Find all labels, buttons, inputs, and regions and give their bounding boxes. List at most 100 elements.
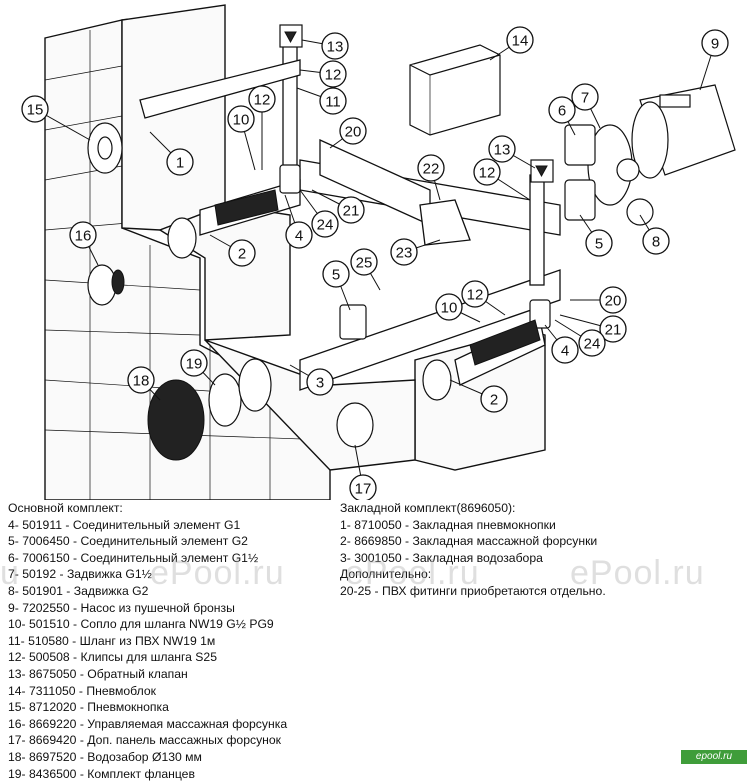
callout-17: 17 xyxy=(350,475,376,500)
callout-12: 12 xyxy=(474,159,500,185)
callout-number: 22 xyxy=(423,161,440,178)
callout-16: 16 xyxy=(70,222,96,248)
callout-9: 9 xyxy=(702,30,728,56)
callout-25: 25 xyxy=(351,249,377,275)
callout-number: 15 xyxy=(27,102,44,119)
callout-number: 8 xyxy=(652,234,660,251)
callout-21: 21 xyxy=(338,197,364,223)
water-intake-grille xyxy=(148,380,204,460)
callout-10: 10 xyxy=(436,294,462,320)
legend-item: 19- 8436500 - Комплект фланцев xyxy=(8,766,287,782)
callout-number: 25 xyxy=(356,255,373,272)
callout-number: 21 xyxy=(343,203,360,220)
watermark: ePool.ru xyxy=(570,554,705,593)
legend-item: 15- 8712020 - Пневмокнопка xyxy=(8,699,287,716)
callout-number: 12 xyxy=(467,287,484,304)
callout-number: 11 xyxy=(325,94,341,111)
callout-12: 12 xyxy=(249,86,275,112)
callout-3: 3 xyxy=(307,369,333,395)
watermark: ePool.ru xyxy=(150,554,285,593)
callout-number: 18 xyxy=(133,373,150,390)
callout-8: 8 xyxy=(643,228,669,254)
callout-19: 19 xyxy=(181,350,207,376)
callout-12: 12 xyxy=(462,281,488,307)
callout-7: 7 xyxy=(572,84,598,110)
callout-5: 5 xyxy=(586,230,612,256)
pneumatic-block xyxy=(410,45,500,135)
legend-item: 18- 8697520 - Водозабор Ø130 мм xyxy=(8,749,287,766)
massage-jet-embed-left xyxy=(168,218,196,258)
legend-item: 12- 500508 - Клипсы для шланга S25 xyxy=(8,649,287,666)
massage-jet-embed-right xyxy=(423,360,451,400)
legend-item: 14- 7311050 - Пневмоблок xyxy=(8,683,287,700)
callout-2: 2 xyxy=(229,240,255,266)
callout-number: 9 xyxy=(711,36,719,53)
callout-4: 4 xyxy=(552,337,578,363)
callout-24: 24 xyxy=(312,211,338,237)
legend-embedded-heading: Закладной комплект(8696050): xyxy=(340,500,606,517)
callout-number: 21 xyxy=(605,322,622,339)
callout-24: 24 xyxy=(579,330,605,356)
callout-number: 5 xyxy=(595,236,603,253)
callout-number: 19 xyxy=(186,356,203,373)
check-valve-top xyxy=(280,25,302,47)
legend-item: 2- 8669850 - Закладная массажной форсунк… xyxy=(340,533,606,550)
callout-number: 2 xyxy=(238,246,246,263)
legend-item: 17- 8669420 - Доп. панель массажных форс… xyxy=(8,732,287,749)
callout-number: 13 xyxy=(327,39,344,56)
legend-main-heading: Основной комплект: xyxy=(8,500,287,517)
legend-item: 11- 510580 - Шланг из ПВХ NW19 1м xyxy=(8,633,287,650)
extra-jet-panel xyxy=(337,403,373,447)
callout-number: 17 xyxy=(355,481,372,498)
callout-20: 20 xyxy=(340,118,366,144)
callout-15: 15 xyxy=(22,96,48,122)
callout-number: 14 xyxy=(512,33,529,50)
callout-13: 13 xyxy=(489,136,515,162)
watermark: ePool.ru xyxy=(345,554,480,593)
legend-item: 9- 7202550 - Насос из пушечной бронзы xyxy=(8,600,287,617)
callout-12: 12 xyxy=(320,61,346,87)
callout-14: 14 xyxy=(507,27,533,53)
callout-number: 20 xyxy=(605,293,622,310)
callout-number: 24 xyxy=(584,336,601,353)
callout-number: 6 xyxy=(558,103,566,120)
callout-number: 16 xyxy=(75,228,92,245)
callout-number: 10 xyxy=(233,112,250,129)
callout-18: 18 xyxy=(128,367,154,393)
legend-item: 10- 501510 - Сопло для шланга NW19 G½ PG… xyxy=(8,616,287,633)
callout-number: 24 xyxy=(317,217,334,234)
callout-13: 13 xyxy=(322,33,348,59)
legend-item: 5- 7006450 - Соединительный элемент G2 xyxy=(8,533,287,550)
callout-number: 12 xyxy=(325,67,342,84)
callout-2: 2 xyxy=(481,386,507,412)
callout-number: 4 xyxy=(295,228,303,245)
callout-number: 23 xyxy=(396,245,413,262)
legend-item: 13- 8675050 - Обратный клапан xyxy=(8,666,287,683)
callout-number: 10 xyxy=(441,300,458,317)
callout-number: 13 xyxy=(494,142,511,159)
callout-6: 6 xyxy=(549,97,575,123)
callout-1: 1 xyxy=(167,149,193,175)
watermark: u xyxy=(0,554,20,593)
callout-number: 4 xyxy=(561,343,569,360)
callout-22: 22 xyxy=(418,155,444,181)
legend-item: 16- 8669220 - Управляемая массажная форс… xyxy=(8,716,287,733)
callout-number: 12 xyxy=(254,92,271,109)
legend-item: 4- 501911 - Соединительный элемент G1 xyxy=(8,517,287,534)
callout-20: 20 xyxy=(600,287,626,313)
callout-number: 12 xyxy=(479,165,496,182)
callout-23: 23 xyxy=(391,239,417,265)
legend-item: 1- 8710050 - Закладная пневмокнопки xyxy=(340,517,606,534)
callout-11: 11 xyxy=(320,88,346,114)
pneumatic-button-fitting xyxy=(88,123,122,173)
callout-number: 1 xyxy=(176,155,184,172)
pump-motor xyxy=(588,85,735,205)
callout-4: 4 xyxy=(286,222,312,248)
pool-equipment-diagram: 1223445567891010111212121213131415161718… xyxy=(0,0,752,500)
callout-number: 20 xyxy=(345,124,362,141)
callout-number: 3 xyxy=(316,375,324,392)
callout-number: 2 xyxy=(490,392,498,409)
callout-5: 5 xyxy=(323,261,349,287)
legend-main-kit: Основной комплект: 4- 501911 - Соедините… xyxy=(8,500,287,782)
callout-10: 10 xyxy=(228,106,254,132)
